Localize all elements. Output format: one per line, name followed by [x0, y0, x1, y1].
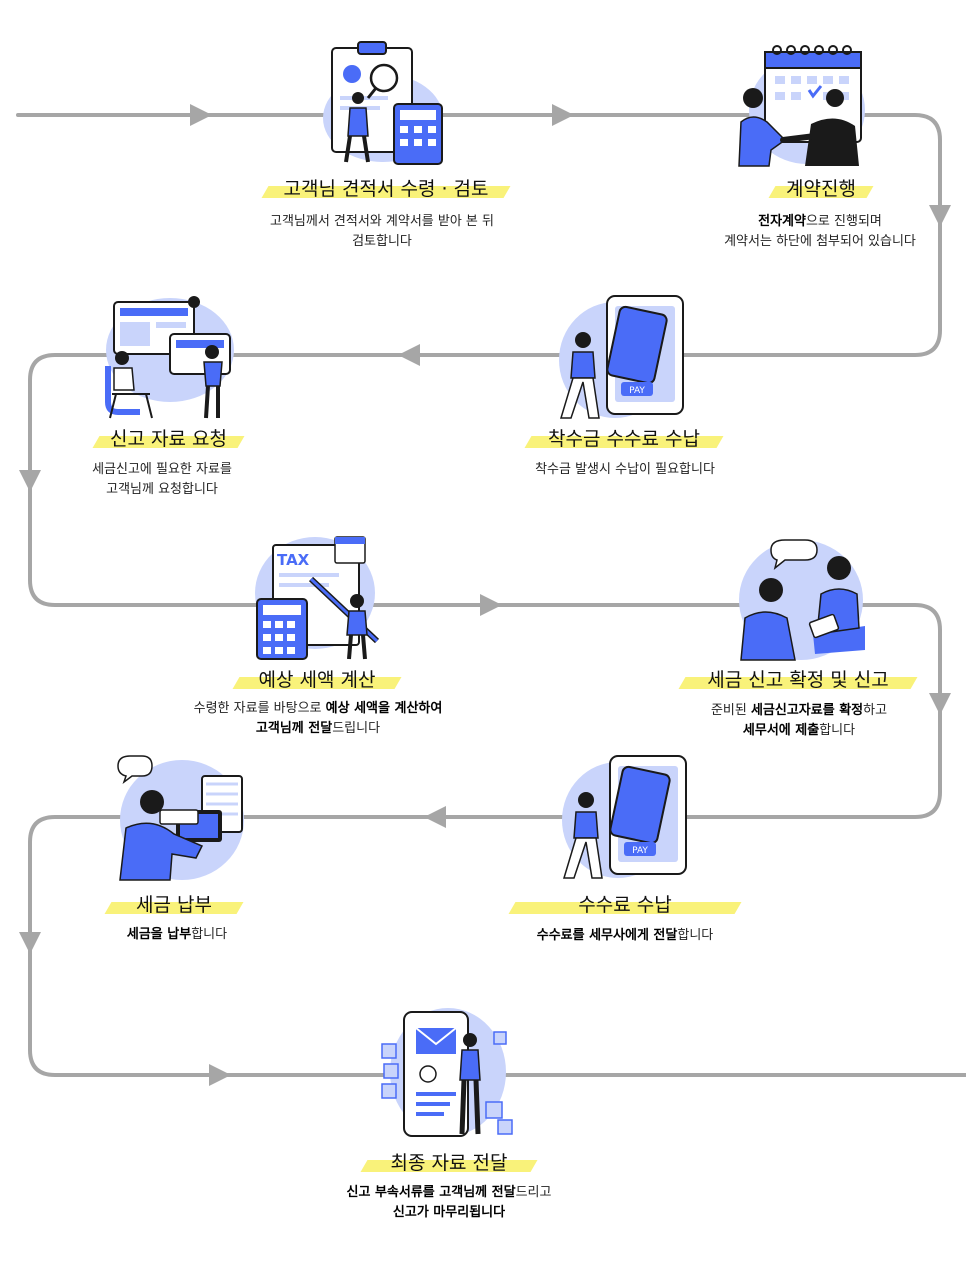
arrow-right-icon [190, 104, 212, 126]
body-text: 합니다 [677, 928, 714, 943]
emphasis-text: 신고가 마무리됩니다 [392, 1205, 506, 1220]
description-line: 신고가 마무리됩니다 [304, 1203, 594, 1223]
description-line: 계약서는 하단에 첨부되어 있습니다 [690, 232, 950, 252]
emphasis-text: 세금신고자료를 확정 [750, 703, 864, 718]
description-line: 전자계약으로 진행되며 [690, 212, 950, 232]
step-description: 착수금 발생시 수납이 필요합니다 [490, 460, 760, 480]
description-line: 고객님께 요청합니다 [42, 480, 282, 500]
body-text: 고객님께 요청합니다 [106, 482, 218, 497]
mail-delivery-icon [381, 1008, 513, 1137]
emphasis-text: 세무서에 제출 [742, 723, 820, 738]
laptop-payment-icon [117, 755, 244, 881]
description-line: 고객님께서 견적서와 계약서를 받아 본 뒤 [232, 212, 532, 232]
emphasis-text: 예상 세액을 계산하여 [325, 701, 443, 716]
description-line: 고객님께 전달드립니다 [158, 719, 478, 739]
body-text: 수령한 자료를 바탕으로 [193, 701, 326, 716]
body-text: 하고 [863, 703, 888, 718]
description-line: 착수금 발생시 수납이 필요합니다 [490, 460, 760, 480]
step-title: 최종 자료 전달 [360, 1146, 538, 1176]
body-text: 세금신고에 필요한 자료를 [92, 462, 232, 477]
description-line: 수령한 자료를 바탕으로 예상 세액을 계산하여 [158, 699, 478, 719]
description-line: 세금을 납부합니다 [92, 925, 262, 945]
mobile-payment-icon: PAY [559, 295, 684, 419]
body-text: 준비된 [710, 703, 751, 718]
step-title: 예상 세액 계산 [232, 663, 402, 693]
body-text: 합니다 [191, 927, 228, 942]
step-title: 계약진행 [768, 172, 874, 202]
description-line: 신고 부속서류를 고객님께 전달드리고 [304, 1183, 594, 1203]
step-title: 착수금 수수료 수납 [524, 422, 724, 452]
step-description: 수수료를 세무사에게 전달합니다 [490, 926, 760, 946]
description-line: 수수료를 세무사에게 전달합니다 [490, 926, 760, 946]
emphasis-text: 신고 부속서류를 고객님께 전달 [346, 1185, 516, 1200]
calendar-handshake-icon [738, 45, 865, 167]
team-request-icon [105, 296, 234, 419]
emphasis-text: 전자계약 [758, 214, 806, 229]
body-text: 합니다 [819, 723, 856, 738]
arrow-down-icon [19, 932, 41, 954]
svg-text:PAY: PAY [632, 846, 648, 856]
step-description: 세금을 납부합니다 [92, 925, 262, 945]
emphasis-text: 세금을 납부 [126, 927, 192, 942]
arrow-right-icon [552, 104, 574, 126]
emphasis-text: 수수료를 세무사에게 전달 [536, 928, 678, 943]
description-line: 세무서에 제출합니다 [664, 721, 934, 741]
emphasis-text: 고객님께 전달 [255, 721, 333, 736]
body-text: 계약서는 하단에 첨부되어 있습니다 [724, 234, 916, 249]
document-review-icon [323, 41, 443, 165]
step-title: 수수료 수납 [508, 888, 742, 918]
arrow-down-icon [19, 470, 41, 492]
arrow-right-icon [209, 1064, 231, 1086]
svg-text:TAX: TAX [277, 551, 310, 569]
body-text: 드리고 [515, 1185, 552, 1200]
tax-calculator-icon: TAX [255, 536, 380, 660]
body-text: 으로 진행되며 [805, 214, 882, 229]
arrow-down-icon [929, 205, 951, 227]
step-title: 고객님 견적서 수령 · 검토 [261, 172, 511, 202]
step-title: 세금 납부 [104, 888, 244, 918]
svg-text:PAY: PAY [629, 386, 645, 396]
body-text: 검토합니다 [352, 234, 412, 249]
body-text: 착수금 발생시 수납이 필요합니다 [535, 462, 715, 477]
description-line: 검토합니다 [232, 232, 532, 252]
mobile-payment-icon: PAY [562, 755, 687, 879]
body-text: 고객님께서 견적서와 계약서를 받아 본 뒤 [270, 214, 494, 229]
arrow-left-icon [398, 344, 420, 366]
description-line: 준비된 세금신고자료를 확정하고 [664, 701, 934, 721]
step-title: 세금 신고 확정 및 신고 [678, 663, 918, 693]
step-title: 신고 자료 요청 [92, 422, 245, 452]
arrow-right-icon [480, 594, 502, 616]
description-line: 세금신고에 필요한 자료를 [42, 460, 282, 480]
consultation-icon [739, 539, 865, 661]
arrow-down-icon [929, 693, 951, 715]
body-text: 드립니다 [332, 721, 381, 736]
arrow-left-icon [424, 806, 446, 828]
